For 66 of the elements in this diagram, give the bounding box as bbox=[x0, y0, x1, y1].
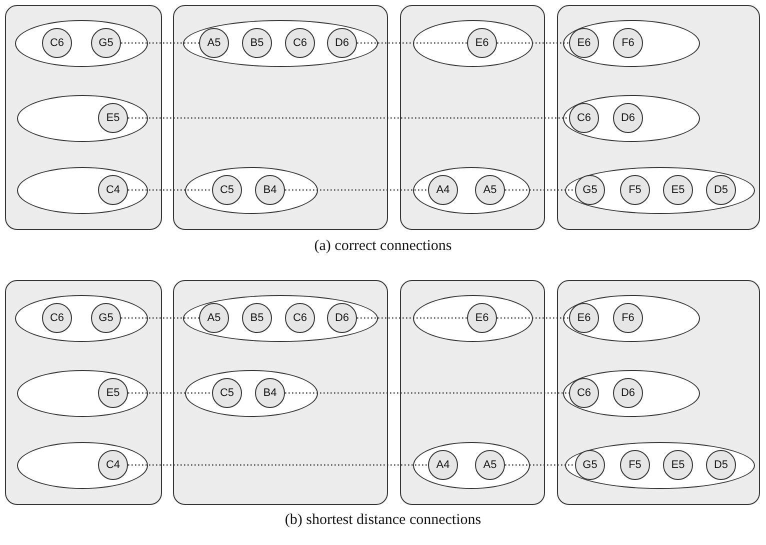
note-circle: D6 bbox=[613, 378, 643, 408]
dotted-connector bbox=[128, 464, 428, 466]
note-circle: G5 bbox=[91, 303, 121, 333]
group-panel bbox=[5, 5, 162, 230]
dotted-connector bbox=[497, 42, 569, 44]
note-circle: A5 bbox=[475, 450, 505, 480]
note-circle: C4 bbox=[98, 450, 128, 480]
note-circle: D6 bbox=[613, 103, 643, 133]
dotted-connector bbox=[121, 42, 199, 44]
note-circle: G5 bbox=[575, 175, 605, 205]
note-circle: F6 bbox=[613, 303, 643, 333]
group-panel bbox=[400, 280, 545, 505]
note-circle: C6 bbox=[285, 28, 315, 58]
note-circle: G5 bbox=[575, 450, 605, 480]
note-circle: F5 bbox=[620, 450, 650, 480]
note-circle: F6 bbox=[613, 28, 643, 58]
dotted-connector bbox=[121, 317, 199, 319]
note-circle: B5 bbox=[242, 28, 272, 58]
group-panel bbox=[400, 5, 545, 230]
dotted-connector bbox=[357, 42, 467, 44]
note-circle: A4 bbox=[428, 175, 458, 205]
note-circle: B4 bbox=[255, 378, 285, 408]
note-circle: C4 bbox=[98, 175, 128, 205]
note-circle: F5 bbox=[620, 175, 650, 205]
figure-caption: (b) shortest distance connections bbox=[284, 512, 482, 529]
note-circle: E5 bbox=[663, 450, 693, 480]
note-circle: C5 bbox=[212, 378, 242, 408]
note-circle: D5 bbox=[706, 175, 736, 205]
group-panel bbox=[173, 5, 388, 230]
note-circle: D6 bbox=[327, 28, 357, 58]
note-circle: E5 bbox=[663, 175, 693, 205]
note-circle: D5 bbox=[706, 450, 736, 480]
note-circle: A5 bbox=[475, 175, 505, 205]
note-circle: E5 bbox=[98, 103, 128, 133]
note-circle: B4 bbox=[255, 175, 285, 205]
dotted-connector bbox=[497, 317, 569, 319]
note-circle: E5 bbox=[98, 378, 128, 408]
dotted-connector bbox=[128, 392, 212, 394]
note-circle: C6 bbox=[42, 303, 72, 333]
note-circle: D6 bbox=[327, 303, 357, 333]
note-circle: C5 bbox=[212, 175, 242, 205]
note-circle: A4 bbox=[428, 450, 458, 480]
dotted-connector bbox=[128, 189, 212, 191]
note-circle: C6 bbox=[285, 303, 315, 333]
note-circle: B5 bbox=[242, 303, 272, 333]
figure-caption: (a) correct connections bbox=[313, 238, 453, 255]
dotted-connector bbox=[505, 464, 575, 466]
note-circle: C6 bbox=[569, 378, 599, 408]
note-circle: C6 bbox=[569, 103, 599, 133]
note-circle: E6 bbox=[467, 28, 497, 58]
group-panel bbox=[173, 280, 388, 505]
note-circle: E6 bbox=[569, 28, 599, 58]
dotted-connector bbox=[505, 189, 575, 191]
note-circle: A5 bbox=[199, 28, 229, 58]
dotted-connector bbox=[357, 317, 467, 319]
note-circle: E6 bbox=[467, 303, 497, 333]
dotted-connector bbox=[285, 189, 428, 191]
note-circle: A5 bbox=[199, 303, 229, 333]
note-circle: G5 bbox=[91, 28, 121, 58]
note-circle: C6 bbox=[42, 28, 72, 58]
group-panel bbox=[557, 5, 760, 230]
dotted-connector bbox=[128, 117, 569, 119]
note-circle: E6 bbox=[569, 303, 599, 333]
group-panel bbox=[5, 280, 162, 505]
dotted-connector bbox=[285, 392, 569, 394]
group-panel bbox=[557, 280, 760, 505]
